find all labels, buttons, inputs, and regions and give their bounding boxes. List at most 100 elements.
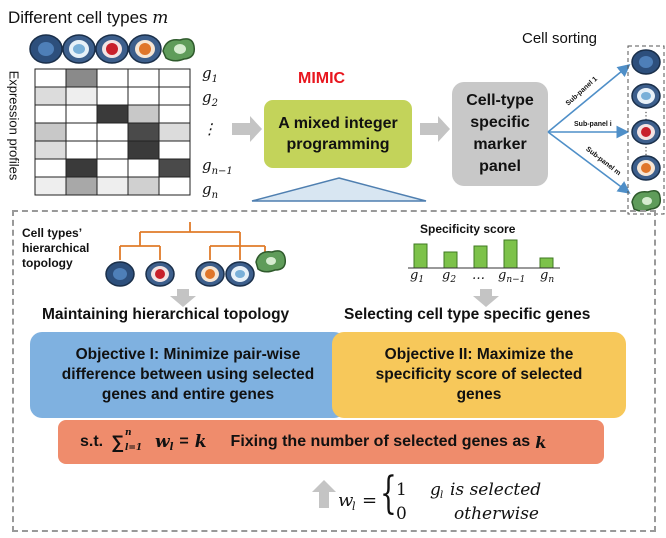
score-label: g2 [442, 268, 457, 285]
heatmap-cell [34, 104, 67, 124]
expression-heatmap [34, 68, 191, 196]
heatmap-cell [158, 68, 191, 88]
subpanel-cell-red [631, 119, 661, 145]
score-label: gn [540, 268, 555, 285]
constraint-sum-symbol: ∑ [111, 431, 124, 452]
specificity-bar [539, 257, 554, 269]
heatmap-cell [65, 68, 98, 88]
heatmap-cell [158, 86, 191, 106]
heatmap-cell [96, 140, 129, 160]
gene-label: gn [202, 180, 219, 201]
svg-text:⋮: ⋮ [641, 111, 651, 122]
specificity-bar [503, 239, 518, 269]
heatmap-cell [158, 158, 191, 178]
constraint-w: w [154, 432, 170, 452]
gene-label: g2 [202, 88, 218, 109]
sort-arrow-m [547, 131, 631, 194]
w-definition: w l = { 1 g l is selected 0 otherwise [338, 468, 542, 525]
gene-label: gn−1 [202, 156, 233, 177]
gene-label: ⋮ [202, 120, 217, 138]
constraint-st: s.t. [80, 433, 104, 450]
cell-icon-orange [128, 34, 162, 64]
heatmap-cell [65, 140, 98, 160]
subpanel-cell-green [631, 190, 662, 212]
heatmap-cell [96, 176, 129, 196]
gene-label: g1 [202, 64, 218, 85]
maintain-topology-label: Maintaining hierarchical topology [42, 306, 290, 323]
heatmap-cell [127, 86, 160, 106]
cell-sorting-label: Cell sorting [522, 30, 598, 47]
cell-icon-navy [29, 34, 63, 64]
constraint-text-k: k [535, 432, 547, 452]
tree-cell-light-blue [225, 261, 255, 287]
heatmap-cell [65, 86, 98, 106]
tree-cell-red [145, 261, 175, 287]
subpanel-label-i: Sub-panel i [574, 121, 612, 128]
heatmap-cell [127, 104, 160, 124]
w-case-1-suffix: is selected [450, 480, 542, 500]
heatmap-cell [65, 158, 98, 178]
heatmap-cell [96, 122, 129, 142]
constraint-text: Fixing the number of selected genes as [230, 433, 531, 450]
heatmap-cell [127, 68, 160, 88]
heatmap-cell [158, 140, 191, 160]
heatmap-cell [127, 158, 160, 178]
specificity-bar [413, 243, 428, 269]
w-case-1-value: 1 [396, 480, 407, 500]
heatmap-cell [96, 86, 129, 106]
specificity-bar [443, 251, 458, 269]
cell-icons-row [29, 34, 196, 64]
heatmap-cell [34, 68, 67, 88]
specificity-bar [473, 245, 488, 269]
heatmap-cell [127, 140, 160, 160]
heatmap-cell [65, 104, 98, 124]
cell-icon-green-irregular [162, 38, 196, 62]
w-def-symbol: w [338, 490, 354, 511]
expression-profiles-label: Expression profiles [6, 70, 22, 181]
w-case-1-g: g [430, 480, 441, 500]
tree-cell-navy [105, 261, 135, 287]
w-case-0-value: 0 [396, 504, 407, 524]
score-label: … [472, 268, 485, 283]
heatmap-cell [158, 104, 191, 124]
heatmap-cell [158, 122, 191, 142]
heatmap-cell [96, 68, 129, 88]
mip-box: A mixed integer programming [264, 100, 412, 168]
tree-cell-orange [195, 261, 225, 287]
subpanel-cell-orange [631, 155, 661, 181]
up-arrow [312, 480, 336, 508]
heatmap-cell [96, 158, 129, 178]
score-label: gn−1 [498, 268, 526, 285]
specificity-score-label: Specificity score [420, 222, 516, 236]
mip-triangle [251, 177, 427, 202]
sorting-diagram: ⋮ ⋮ [547, 45, 665, 215]
cell-types-variable: m [152, 8, 169, 28]
heatmap-cell [65, 122, 98, 142]
topology-label: Cell types’ hierarchical topology [22, 226, 90, 270]
subpanel-dashed-box [627, 45, 665, 215]
sort-arrow-1 [547, 63, 631, 133]
cell-icon-light-blue [62, 34, 96, 64]
score-label: g1 [410, 268, 425, 285]
marker-panel-box: Cell-type specific marker panel [452, 82, 548, 186]
heatmap-cell [34, 158, 67, 178]
arrow-to-panel [420, 116, 450, 142]
arrow-to-mip [232, 116, 262, 142]
heatmap-cell [34, 122, 67, 142]
specificity-bars [408, 239, 560, 269]
objective-2-box: Objective II: Maximize the specificity s… [332, 332, 626, 418]
bottom-dashed-frame [12, 210, 656, 532]
heatmap-cell [65, 176, 98, 196]
heatmap-cell [158, 176, 191, 196]
w-case-0-text: otherwise [454, 504, 539, 524]
heatmap-cell [34, 86, 67, 106]
heatmap-cell [127, 122, 160, 142]
constraint-sum-limits: n l=1 [124, 428, 143, 453]
hierarchical-tree [105, 222, 287, 287]
mimic-title: MIMIC [298, 70, 346, 87]
heatmap-cell [34, 140, 67, 160]
subpanel-cell-navy [631, 49, 661, 75]
down-arrow-left [170, 289, 196, 307]
heatmap-cell [96, 104, 129, 124]
